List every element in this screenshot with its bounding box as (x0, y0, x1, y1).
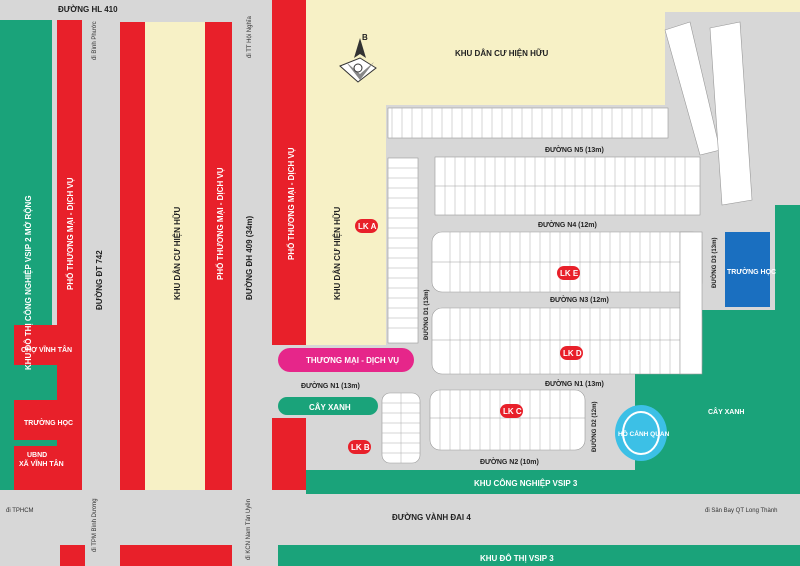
lot-column-right (679, 231, 703, 375)
road-dh409-label: ĐƯỜNG ĐH 409 (34m) (245, 216, 254, 300)
bottom-red-block (120, 545, 232, 566)
bottom-red-small (60, 545, 85, 566)
lot-block-lke (431, 231, 703, 293)
road-vanhdai4-label: ĐƯỜNG VÀNH ĐAI 4 (392, 513, 471, 522)
zone-kdt-vsip3: KHU ĐÔ THỊ VSIP 3 (480, 554, 554, 563)
public-gap-1 (14, 365, 57, 400)
zone-pho-tmdv-1-label: PHỐ THƯƠNG MẠI - DỊCH VỤ (65, 177, 75, 290)
zone-cay-xanh-1: CÂY XANH (309, 403, 351, 412)
lkc-label: LK C (503, 407, 522, 416)
road-n1-left-label: ĐƯỜNG N1 (13m) (301, 381, 360, 390)
compass-icon (339, 38, 377, 83)
truong-hoc-right (725, 232, 770, 307)
zone-pho-tmdv-2-label: PHỐ THƯƠNG MẠI - DỊCH VỤ (215, 167, 225, 280)
lot-column-lka (387, 157, 419, 344)
dir-kcn-nam-tan-uyen: đi KCN Nam Tân Uyên (246, 499, 252, 560)
road-dt742-label: ĐƯỜNG ĐT 742 (95, 250, 104, 310)
lot-block-lkc (429, 389, 586, 451)
zone-ho-canh-quan: HỒ CẢNH QUAN (618, 428, 670, 438)
pho-tmdv-left-strip (57, 20, 82, 490)
compass-label: B (362, 33, 368, 42)
lkd-label: LK D (563, 349, 582, 358)
zone-ubnd-line2: XÃ VĨNH TÂN (19, 459, 64, 468)
lot-column-lkb (381, 392, 421, 464)
thuong-mai-dich-vu-block (278, 348, 414, 372)
zone-truong-hoc-1: TRƯỜNG HỌC (24, 418, 73, 427)
lke-label: LK E (560, 269, 579, 278)
dir-tphcm: đi TPHCM (6, 508, 34, 514)
road-d2-label: ĐƯỜNG D2 (12m) (590, 402, 598, 452)
road-n3-label: ĐƯỜNG N3 (12m) (550, 295, 609, 304)
lke-badge (557, 266, 580, 280)
road-d3-label: ĐƯỜNG D3 (13m) (710, 238, 718, 288)
green-right-edge (775, 205, 800, 310)
kdc-center-column (145, 22, 205, 490)
kdc-top-right-strip (665, 0, 800, 12)
road-d1-label: ĐƯỜNG D1 (13m) (422, 290, 430, 340)
road-n5-label: ĐƯỜNG N5 (13m) (545, 145, 604, 154)
zone-kdc-top-label: KHU DÂN CƯ HIỆN HỮU (455, 49, 548, 58)
zone-cay-xanh-2: CÂY XANH (708, 407, 744, 416)
zone-cho-vinh-tan: CHỢ VĨNH TÂN (21, 345, 72, 354)
kdt-vsip3-band (278, 545, 800, 566)
lka-badge (355, 219, 378, 233)
lot-row-n5 (387, 107, 669, 139)
zone-kdc-center-label: KHU DÂN CƯ HIỆN HỮU (173, 207, 182, 300)
lot-diagonal-strips (664, 21, 753, 206)
zone-kcn-vsip2-label: KHU ĐÔ THỊ CÔNG NGHIỆP VSIP 2 MỞ RỘNG (24, 195, 33, 370)
zone-ubnd-line1: UBND (27, 452, 47, 459)
zone-kcn-vsip3: KHU CÔNG NGHIỆP VSIP 3 (474, 479, 578, 488)
dir-tpm-binh-duong: đi TPM Bình Dương (92, 498, 98, 552)
road-n4-label: ĐƯỜNG N4 (12m) (538, 220, 597, 229)
lkb-badge (348, 440, 371, 454)
zone-pho-tmdv-3-label: PHỐ THƯƠNG MẠI - DỊCH VỤ (286, 147, 296, 260)
kdc-top-area (305, 0, 665, 105)
road-hl410-label: ĐƯỜNG HL 410 (58, 5, 118, 14)
zone-truong-hoc-2: TRƯỜNG HỌC (727, 267, 776, 276)
lkb-label: LK B (351, 443, 370, 452)
zone-thuong-mai-dich-vu: THƯƠNG MẠI - DỊCH VỤ (306, 356, 399, 365)
dir-tt-hoi-nghia: đi TT Hội Nghĩa (247, 16, 253, 58)
public-gap-2 (14, 440, 57, 446)
kcn-vsip3-band (306, 470, 800, 494)
lot-block-lkd (431, 307, 703, 375)
lka-label: LK A (358, 222, 377, 231)
road-n2-label: ĐƯỜNG N2 (10m) (480, 457, 539, 466)
pho-tmdv-right-strip (272, 0, 306, 345)
cay-xanh-left (278, 397, 378, 415)
dir-san-bay: đi Sân Bay QT Long Thành (705, 508, 778, 514)
lot-row-n4-block (434, 156, 701, 216)
lake-inner-ring (622, 411, 660, 455)
lkd-badge (560, 346, 583, 360)
road-n1-right-label: ĐƯỜNG N1 (13m) (545, 379, 604, 388)
zone-kdc-mid-label: KHU DÂN CƯ HIỆN HỮU (333, 207, 342, 300)
lkc-badge (500, 404, 523, 418)
dir-binh-phuoc: đi Bình Phước (92, 21, 98, 60)
pho-tmdv-lower-strip (272, 418, 306, 490)
public-services-block (14, 325, 57, 490)
